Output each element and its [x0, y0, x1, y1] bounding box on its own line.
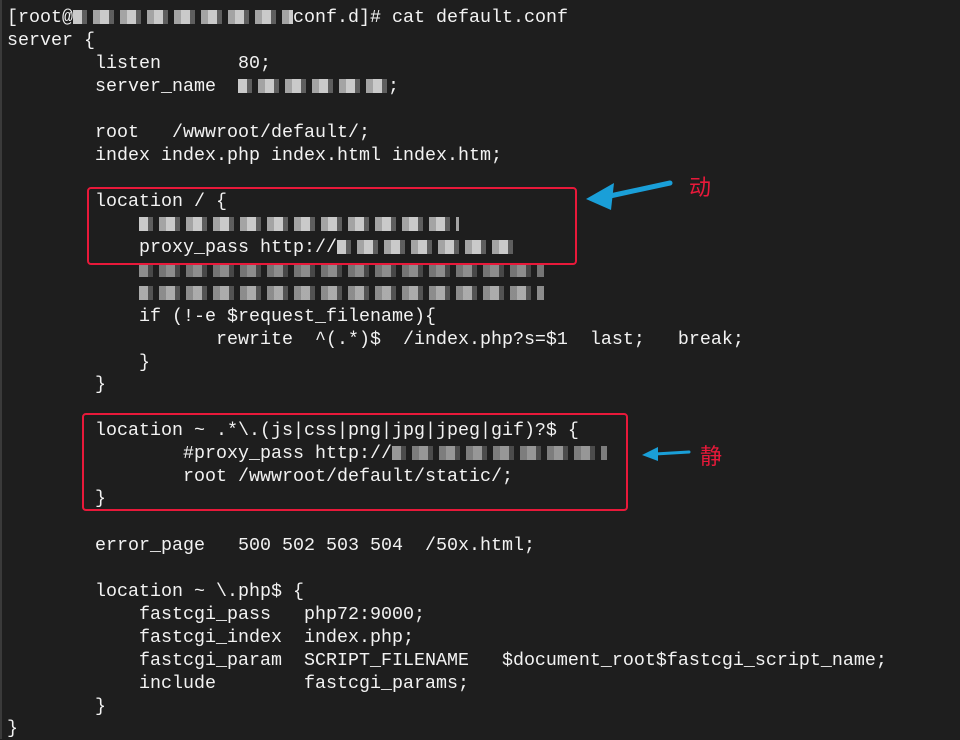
code-line: if (!-e $request_filename){: [7, 306, 436, 327]
redacted-host: [73, 10, 293, 25]
code-text: #proxy_pass http://: [7, 443, 392, 464]
code-line: [7, 259, 544, 282]
code-line: fastcgi_param SCRIPT_FILENAME $document_…: [7, 650, 887, 671]
code-line: index index.php index.html index.htm;: [7, 145, 502, 166]
code-line: include fastcgi_params;: [7, 673, 469, 694]
dynamic-label: 动: [689, 176, 712, 201]
prompt-line: [root@ conf.d]# cat default.conf: [7, 6, 568, 29]
code-line: location ~ \.php$ {: [7, 581, 304, 602]
code-line: proxy_pass http://: [7, 236, 517, 259]
code-text: proxy_pass http://: [7, 237, 337, 258]
code-line: location / {: [7, 191, 227, 212]
code-line: #proxy_pass http://: [7, 442, 607, 465]
arrow-icon: [586, 180, 673, 210]
code-line: }: [7, 696, 106, 717]
prompt-command: conf.d]# cat default.conf: [293, 7, 568, 28]
static-highlight-box: [82, 413, 628, 511]
redacted-line: [138, 263, 544, 278]
code-line: root /wwwroot/default/static/;: [7, 466, 513, 487]
window-border: [0, 0, 2, 739]
code-line: location ~ .*\.(js|css|png|jpg|jpeg|gif)…: [7, 420, 579, 441]
prompt-prefix: [root@: [7, 7, 73, 28]
redacted-line: [138, 217, 459, 232]
code-line: [7, 213, 459, 236]
redacted-address: [336, 240, 517, 255]
code-text: ;: [387, 76, 399, 97]
code-line: fastcgi_pass php72:9000;: [7, 604, 425, 625]
code-line: }: [7, 718, 18, 739]
code-line: root /wwwroot/default/;: [7, 122, 370, 143]
static-label: 静: [700, 445, 723, 470]
code-text: server_name: [7, 76, 238, 97]
code-line: listen 80;: [7, 53, 271, 74]
code-line: fastcgi_index index.php;: [7, 627, 414, 648]
code-line: }: [7, 374, 106, 395]
redacted-line: [138, 286, 544, 301]
code-line: server {: [7, 30, 95, 51]
redacted-address: [391, 446, 607, 461]
code-line: rewrite ^(.*)$ /index.php?s=$1 last; bre…: [7, 329, 744, 350]
redacted-server-name: [237, 79, 388, 94]
code-line: }: [7, 488, 106, 509]
code-line: }: [7, 352, 150, 373]
code-line: [7, 282, 544, 305]
code-line: error_page 500 502 503 504 /50x.html;: [7, 535, 535, 556]
arrow-icon: [642, 447, 691, 461]
dynamic-highlight-box: [87, 187, 577, 265]
code-line: server_name ;: [7, 75, 399, 98]
